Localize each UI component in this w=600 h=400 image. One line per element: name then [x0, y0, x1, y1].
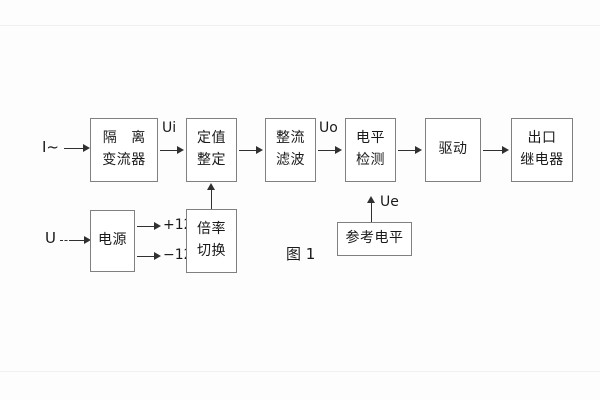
line-reference-to-level: [371, 202, 372, 222]
arrowhead-rail-positive: [154, 221, 161, 230]
line-level-to-drive: [398, 150, 416, 151]
block-value-setting[interactable]: 定值 整定: [186, 118, 237, 182]
block-isolation-line2: 变流器: [102, 152, 146, 168]
input-current-label: I~: [42, 138, 59, 156]
block-rectify-filter[interactable]: 整流 滤波: [265, 118, 316, 182]
arrowhead-level-to-drive: [415, 145, 422, 154]
block-power-supply-line1: 电源: [98, 232, 127, 249]
arrowhead-rail-negative: [154, 251, 161, 260]
page-frame: [0, 25, 600, 372]
arrowhead-rectify-to-level: [335, 145, 342, 154]
arrowhead-current-to-isolation: [83, 143, 90, 152]
arrowhead-isolation-to-setting: [177, 145, 184, 154]
block-output-relay[interactable]: 出口 继电器: [511, 118, 573, 182]
arrowhead-voltage-to-power: [84, 235, 91, 244]
line-rail-positive: [137, 226, 155, 227]
block-multiplier-switch[interactable]: 倍率 切换: [186, 209, 237, 273]
input-voltage-label: U: [45, 229, 56, 247]
line-current-to-isolation: [64, 148, 84, 149]
line-voltage-dash: [60, 240, 72, 241]
block-level-line2: 检测: [356, 152, 385, 168]
line-voltage-to-power: [71, 240, 85, 241]
signal-ue-label: Ue: [380, 194, 399, 210]
figure-caption: 图 1: [286, 245, 316, 263]
signal-ui-label: Ui: [162, 120, 177, 136]
block-isolation-transformer[interactable]: 隔 离 变流器: [90, 118, 158, 182]
arrowhead-multiplier-to-setting: [207, 183, 215, 190]
line-multiplier-to-setting: [211, 189, 212, 209]
block-drive-line1: 驱动: [438, 141, 468, 158]
line-drive-to-output: [483, 150, 503, 151]
block-power-supply[interactable]: 电源: [90, 210, 135, 272]
block-level-detection[interactable]: 电平 检测: [345, 118, 396, 182]
block-output-relay-line2: 继电器: [520, 152, 564, 168]
block-multiplier-line1: 倍率: [197, 221, 226, 238]
line-setting-to-rectify: [239, 150, 257, 151]
block-setting-line2: 整定: [197, 152, 226, 168]
arrowhead-drive-to-output: [502, 145, 509, 154]
line-rail-negative: [137, 256, 155, 257]
block-output-relay-line1: 出口: [527, 130, 557, 147]
block-isolation-line1: 隔 离: [102, 130, 151, 147]
block-setting-line1: 定值: [197, 130, 226, 147]
signal-uo-label: Uo: [319, 120, 338, 136]
arrowhead-reference-to-level: [367, 196, 375, 203]
block-rectify-line2: 滤波: [276, 152, 305, 168]
block-rectify-line1: 整流: [276, 130, 305, 147]
arrowhead-setting-to-rectify: [256, 145, 263, 154]
block-drive[interactable]: 驱动: [425, 118, 481, 182]
block-multiplier-line2: 切换: [197, 243, 226, 259]
block-reference-level-line1: 参考电平: [345, 230, 404, 247]
block-reference-level[interactable]: 参考电平: [337, 222, 412, 256]
line-isolation-to-setting: [160, 150, 178, 151]
line-rectify-to-level: [318, 150, 336, 151]
block-level-line1: 电平: [356, 130, 385, 147]
